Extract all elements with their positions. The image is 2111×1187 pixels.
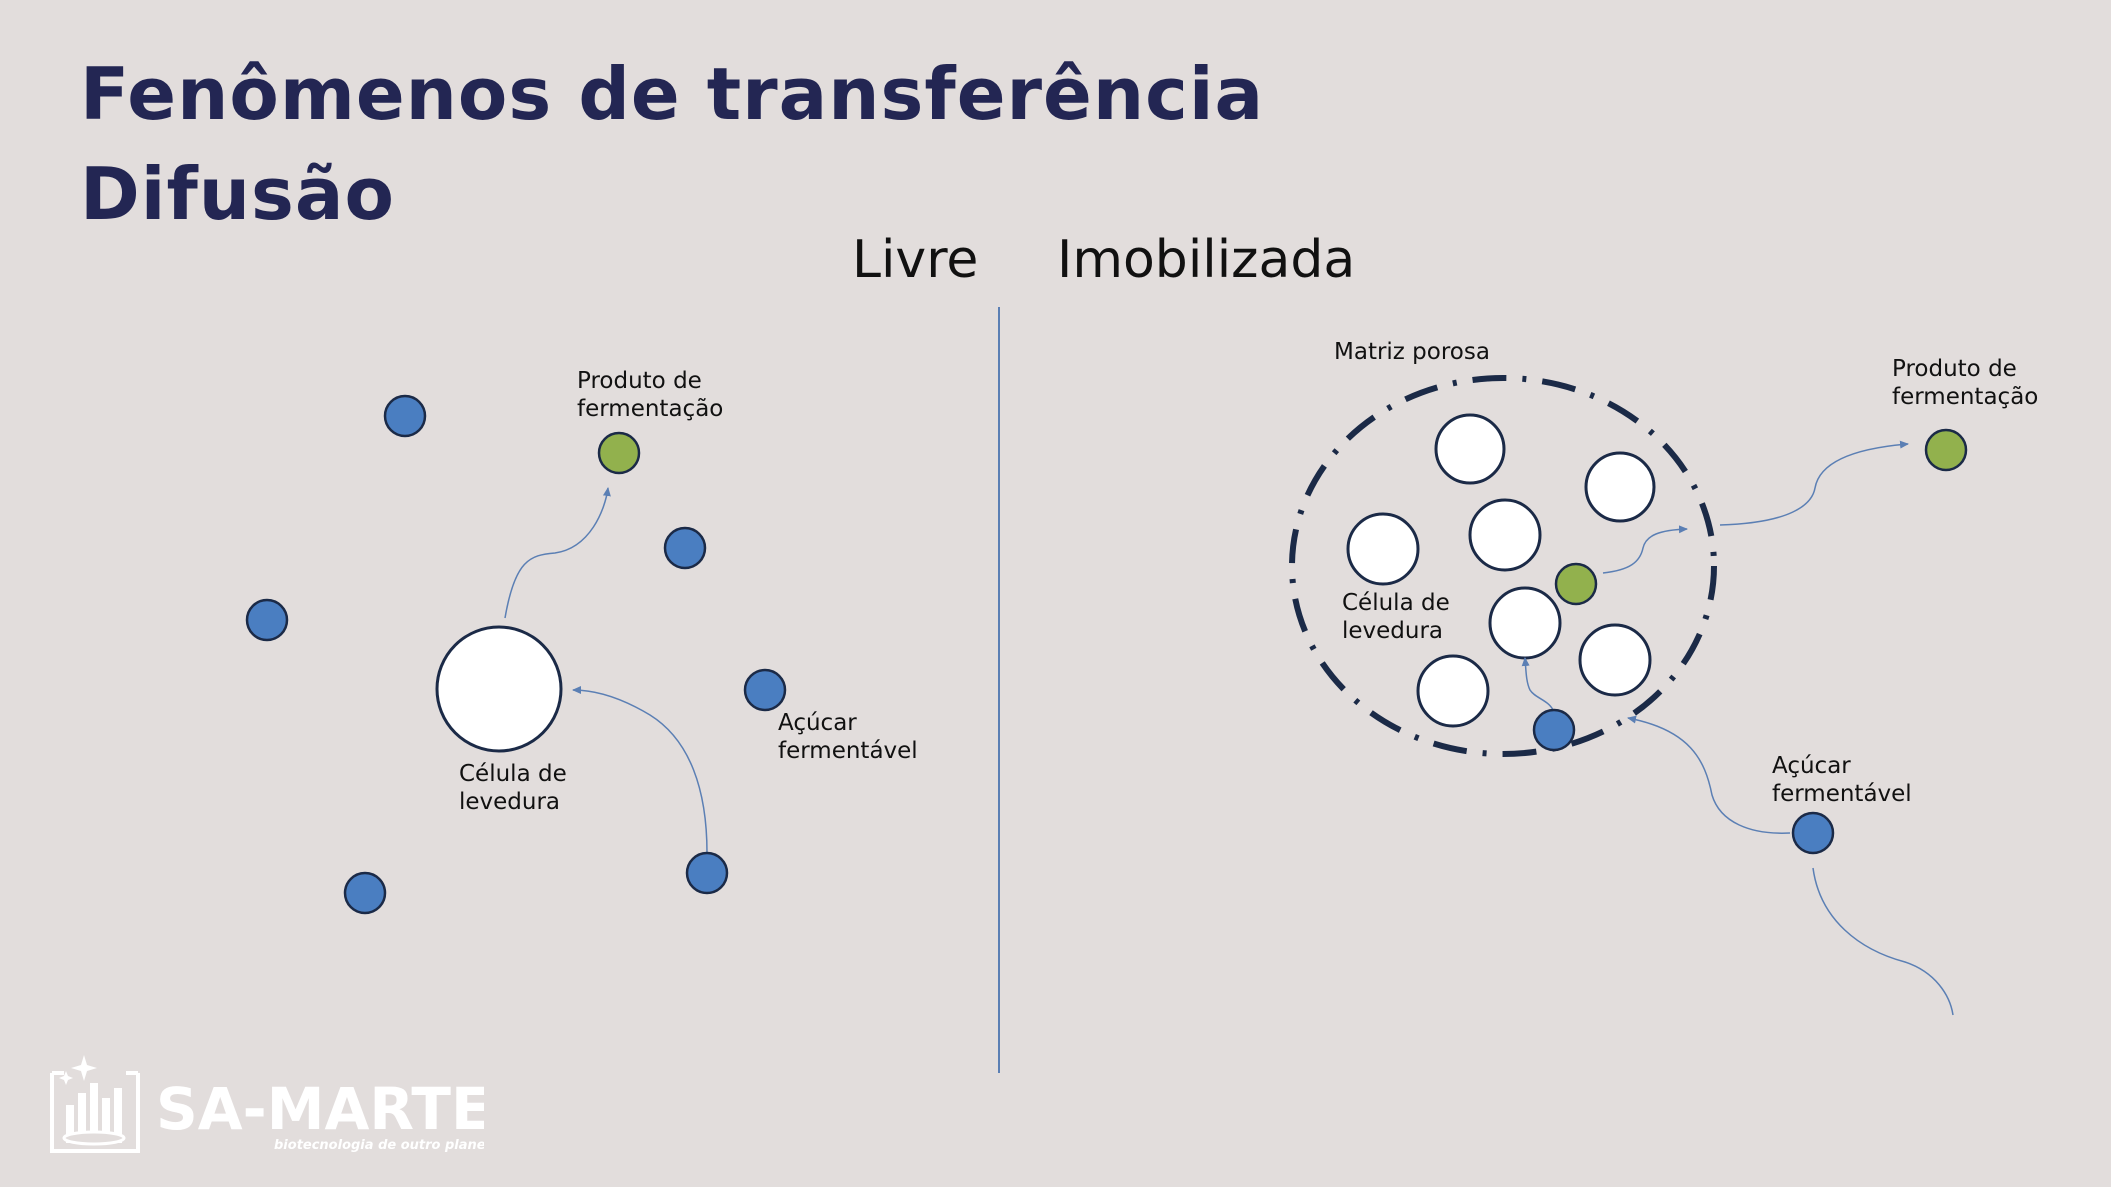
product-arrow-outer	[1719, 440, 1909, 526]
logo-name: SA-MARTE	[156, 1075, 484, 1143]
sugar-arrow-outer	[1627, 715, 1791, 834]
immobilized-product-label: Produto de fermentação	[1892, 356, 2038, 410]
immobilized-sugar-label: Açúcar fermentável	[1772, 753, 1912, 807]
matrix-label: Matriz porosa	[1334, 339, 1490, 365]
immobilized-yeast-cell	[1488, 586, 1562, 660]
heading-immobilized: Imobilizada	[1057, 230, 1356, 290]
yeast-cell	[435, 625, 563, 753]
cell-label: Célula de levedura	[459, 761, 574, 815]
sugar-molecule	[343, 871, 387, 915]
sugar-molecule	[663, 526, 707, 570]
immobilized-panel: Matriz porosa Célula de levedura Produto…	[1289, 339, 2038, 1016]
sugar-molecule	[245, 598, 289, 642]
sa-marte-logo: SA-MARTE biotecnologia de outro planeta	[50, 1055, 484, 1153]
immobilized-yeast-cell	[1468, 498, 1542, 572]
product-molecule-outside	[1924, 428, 1968, 472]
immobilized-yeast-cell	[1578, 623, 1652, 697]
title-line-1: Fenômenos de transferência	[80, 52, 1265, 136]
logo-emblem-icon	[50, 1055, 140, 1153]
sugar-path-in	[1812, 867, 1954, 1016]
free-panel: Célula de levedura Produto de fermentaçã…	[245, 368, 918, 915]
heading-free: Livre	[852, 230, 979, 290]
sugar-molecule	[743, 668, 787, 712]
porous-matrix	[1289, 375, 1717, 757]
product-label: Produto de fermentação	[577, 368, 723, 422]
immobilized-yeast-cell	[1346, 512, 1420, 586]
title-line-2: Difusão	[80, 152, 395, 236]
product-molecule-inside	[1554, 562, 1598, 606]
immobilized-yeast-cell	[1416, 654, 1490, 728]
immobilized-yeast-cell	[1584, 451, 1656, 523]
product-arrow-inner	[1602, 525, 1688, 574]
sugar-arrow-inner	[1521, 657, 1554, 711]
sugar-molecule	[685, 851, 729, 895]
sugar-arrow	[572, 686, 708, 854]
sugar-molecule	[383, 394, 427, 438]
immobilized-cell-label: Célula de levedura	[1342, 590, 1457, 644]
sugar-molecule-inside	[1532, 708, 1576, 752]
product-arrow	[504, 487, 611, 619]
sugar-label: Açúcar fermentável	[778, 710, 918, 764]
logo-tagline: biotecnologia de outro planeta	[274, 1138, 484, 1153]
immobilized-yeast-cell	[1434, 413, 1506, 485]
sugar-molecule-outside	[1791, 811, 1835, 855]
product-molecule	[597, 431, 641, 475]
